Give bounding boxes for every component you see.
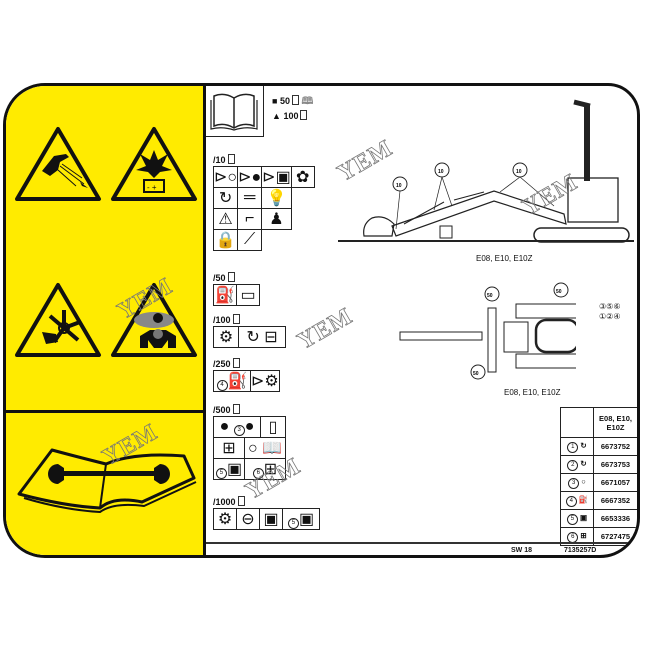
lock-icon: 🔒 xyxy=(212,229,239,251)
warning-panel-divider xyxy=(6,410,206,413)
interval-10-label: /10 xyxy=(213,154,235,165)
hydraulic-breather-icon: 6⊞ xyxy=(244,458,286,480)
top-view-refs-row2: ①②④ xyxy=(599,312,621,321)
drive-motor-icon: ⚙ xyxy=(213,508,237,530)
interval-100-grid: ⚙↻ ⊟ xyxy=(213,326,286,348)
parts-table-header: E08, E10, E10Z xyxy=(593,407,637,438)
rotating-fan-warning-icon xyxy=(15,283,101,357)
table-row: 4 ⛽6667352 xyxy=(560,491,637,510)
engine-belt-icon: ⚙ xyxy=(213,326,239,348)
interval-1000-grid: ⚙⊖▣5▣ xyxy=(213,508,320,530)
battery-wiring-icon: ⊞ xyxy=(213,437,245,459)
hydraulic-filter-icon: 5▣ xyxy=(213,458,245,480)
service-manual-wrench-icon xyxy=(17,448,197,514)
interval-legend-100: ▲ 100 xyxy=(272,110,308,121)
table-row: 1 ↻6673752 xyxy=(560,437,637,456)
svg-text:50: 50 xyxy=(487,293,493,299)
control-lever-icon: ⟋ xyxy=(237,229,263,251)
maintenance-chart: ■ 50 🕮 ▲ 100 /10 ⊳○⊳●⊳▣✿ ↻═💡 ⚠⌐♟ 🔒⟋ /50 … xyxy=(206,86,637,555)
engine-oil-filter-icon: ○ xyxy=(581,476,586,486)
fuel-filter-icon: ⛽ xyxy=(578,494,589,504)
fuel-line-icon: ═ xyxy=(237,187,263,209)
table-row: 2 ↻6673753 xyxy=(560,455,637,474)
part-number-label: 7135257D xyxy=(564,547,597,554)
footer-divider xyxy=(206,542,637,544)
series-label: SW 18 xyxy=(511,547,533,554)
battery-icon: ▭ xyxy=(236,284,260,306)
battery-explosion-warning-icon: - + xyxy=(111,127,197,201)
warning-panel: - + xyxy=(6,86,206,555)
alternator-belt-icon: ↻ ⊟ xyxy=(238,326,286,348)
fuel-filter-replace-icon: 4⛽ xyxy=(213,370,251,392)
seat-bar-icon: ⌐ xyxy=(237,208,263,230)
fan-belt-icon: ✿ xyxy=(290,166,315,188)
hydraulic-filter-icon: ▣ xyxy=(580,512,588,522)
gearbox-oil-icon: ⊳⚙ xyxy=(250,370,280,392)
interval-500-grid: ● 3●▯ ⊞○ 📖 5▣6⊞ xyxy=(213,416,286,480)
hourglass-icon xyxy=(300,110,308,120)
svg-text:- +: - + xyxy=(147,183,157,192)
radiator-icon: ▯ xyxy=(260,416,286,438)
coolant-change-icon: ⊖ xyxy=(236,508,260,530)
air-cleaner-icon: ↻ xyxy=(212,187,239,209)
engine-service-icon: ○ 📖 xyxy=(244,437,286,459)
open-book-icon xyxy=(210,93,258,131)
interval-250-label: /250 xyxy=(213,358,240,369)
hydraulic-oil-level-icon: ⊳▣ xyxy=(261,166,292,188)
high-pressure-fluid-warning-icon xyxy=(15,127,101,201)
interval-1000-label: /1000 xyxy=(213,496,245,507)
svg-text:50: 50 xyxy=(473,371,479,377)
table-row: 5 ▣6653336 xyxy=(560,509,637,528)
interval-250-grid: 4⛽⊳⚙ xyxy=(213,370,280,392)
engine-inner-filter-icon: ↻ xyxy=(580,458,587,468)
side-view-model-label: E08, E10, E10Z xyxy=(476,254,533,263)
engine-coolant-level-icon: ⊳● xyxy=(237,166,263,188)
interval-10-grid: ⊳○⊳●⊳▣✿ ↻═💡 ⚠⌐♟ 🔒⟋ xyxy=(212,166,315,251)
interval-50-label: /50 xyxy=(213,272,235,283)
svg-text:10: 10 xyxy=(516,169,522,175)
operator-seat-icon: ♟ xyxy=(261,208,292,230)
hydraulic-oil-change-icon: ▣ xyxy=(259,508,283,530)
manual-small-icon: 🕮 xyxy=(301,96,314,107)
engine-oil-change-icon: ● 3● xyxy=(213,416,261,438)
barcode xyxy=(509,555,619,558)
engine-oil-level-icon: ⊳○ xyxy=(212,166,239,188)
safety-decals-icon: ⚠ xyxy=(212,208,239,230)
interval-500-label: /500 xyxy=(213,404,240,415)
read-manual-box xyxy=(206,86,264,137)
maintenance-decal: - + xyxy=(3,83,640,558)
excavator-side-view-diagram: 10 10 10 xyxy=(338,99,634,243)
top-view-model-label: E08, E10, E10Z xyxy=(504,388,561,397)
excavator-top-view-diagram: 50 50 50 xyxy=(399,282,576,380)
interval-legend-50: ■ 50 🕮 xyxy=(272,95,314,107)
interval-100-label: /100 xyxy=(213,314,240,325)
top-view-refs-row1: ③⑤⑥ xyxy=(599,302,621,311)
warning-lamp-icon: 💡 xyxy=(261,187,292,209)
hydraulic-filter-replace-icon: 5▣ xyxy=(282,508,320,530)
table-row: 3 ○6671057 xyxy=(560,473,637,492)
interval-50-grid: ⛽▭ xyxy=(213,284,260,306)
hydraulic-breather-icon: ⊞ xyxy=(580,530,587,540)
fuel-filter-icon: ⛽ xyxy=(213,284,237,306)
table-row: 6 ⊞6727475 xyxy=(560,527,637,546)
svg-text:10: 10 xyxy=(396,183,402,189)
engine-air-filter-icon: ↻ xyxy=(580,440,587,450)
svg-text:50: 50 xyxy=(556,289,562,295)
toxic-fumes-warning-icon xyxy=(111,283,197,357)
hourglass-icon xyxy=(291,95,299,105)
filter-parts-table: E08, E10, E10Z 1 ↻6673752 2 ↻6673753 3 ○… xyxy=(560,407,637,546)
svg-text:10: 10 xyxy=(438,169,444,175)
